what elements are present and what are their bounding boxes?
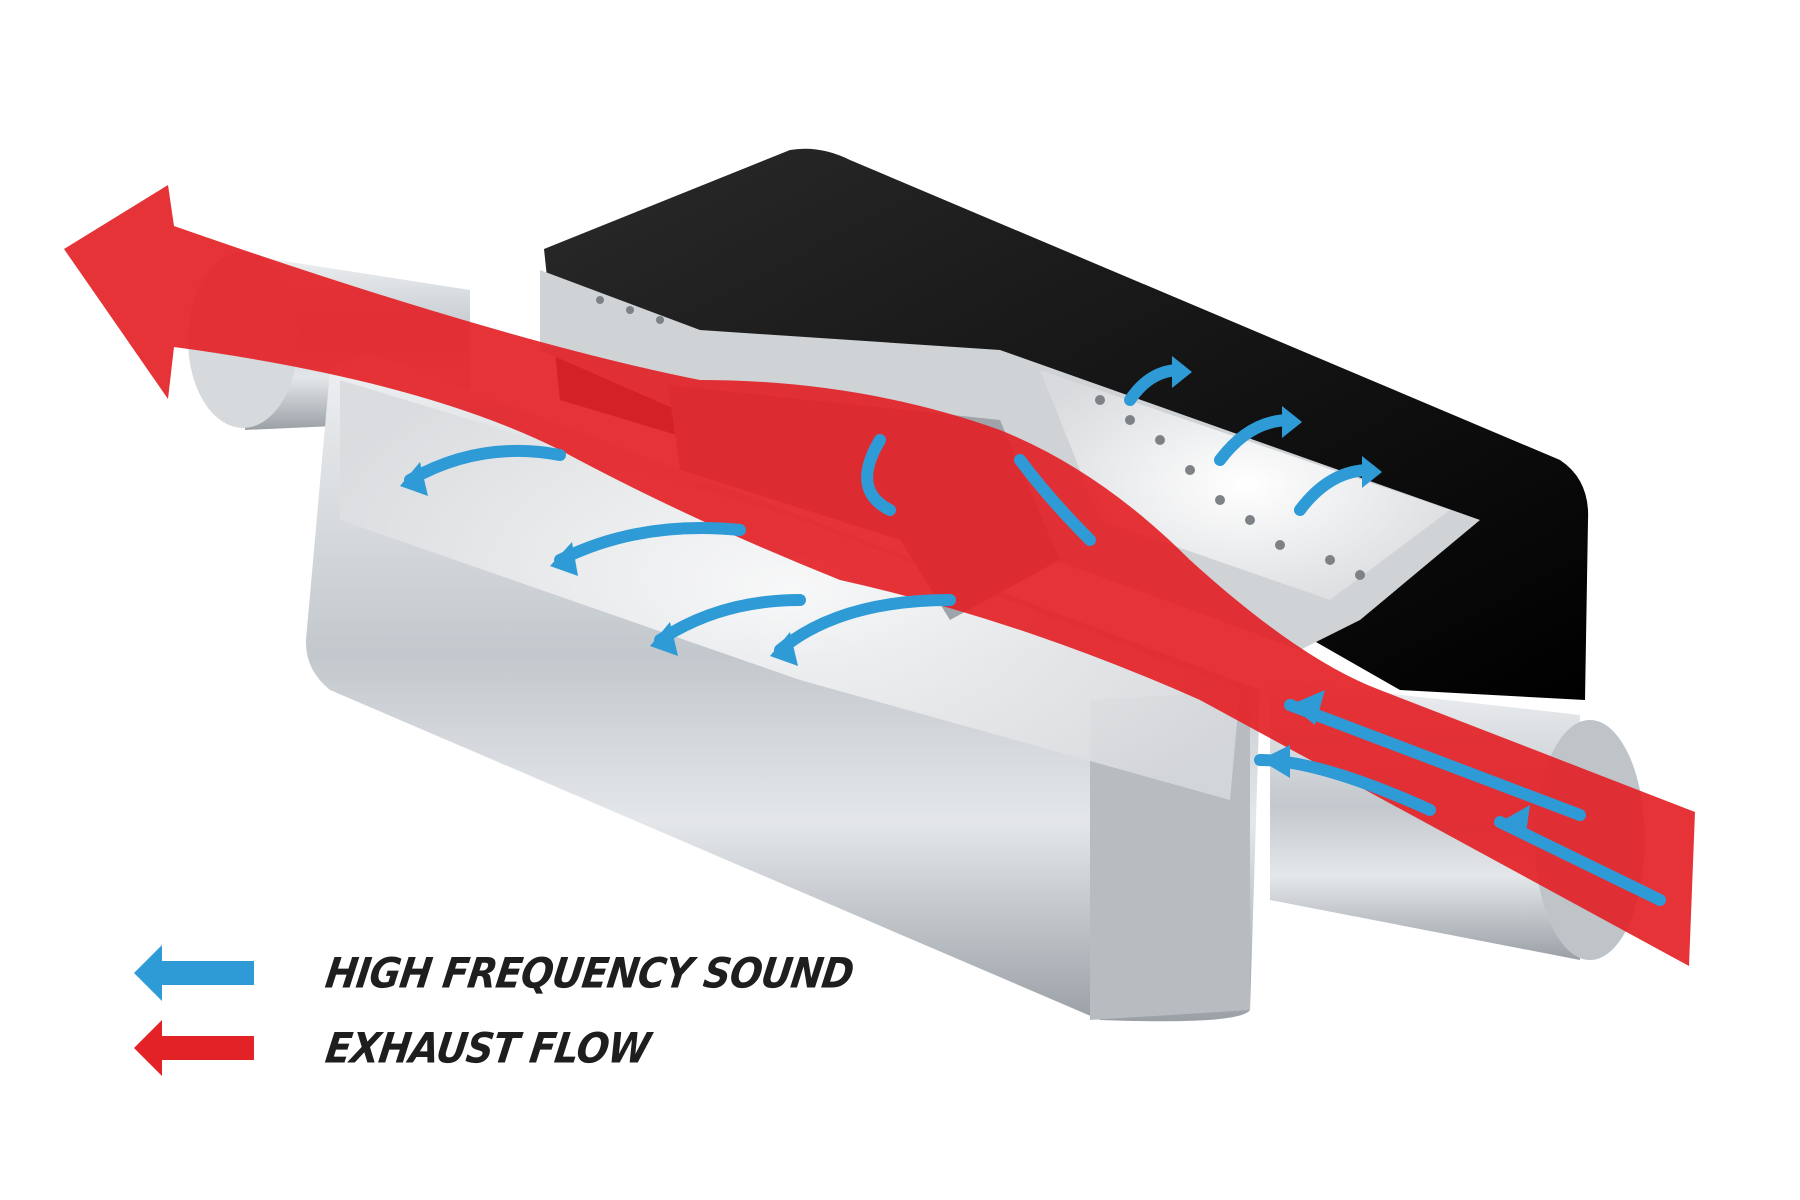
legend-label: EXHAUST FLOW [322, 1023, 653, 1073]
legend-item-exhaust-flow: EXHAUST FLOW [134, 1020, 653, 1076]
legend-item-high-frequency-sound: HIGH FREQUENCY SOUND [134, 945, 856, 1001]
blue-arrow-left-icon [134, 945, 254, 1001]
packing-wool-front [340, 380, 1240, 800]
packing-wool-back [1040, 370, 1450, 600]
perforations [596, 296, 1365, 580]
exhaust-flow-arrow [64, 185, 1695, 966]
sound-wave-arrows [404, 364, 1666, 906]
legend-label: HIGH FREQUENCY SOUND [322, 948, 857, 998]
sound-arrowheads [400, 356, 1530, 840]
red-arrow-left-icon [134, 1020, 254, 1076]
